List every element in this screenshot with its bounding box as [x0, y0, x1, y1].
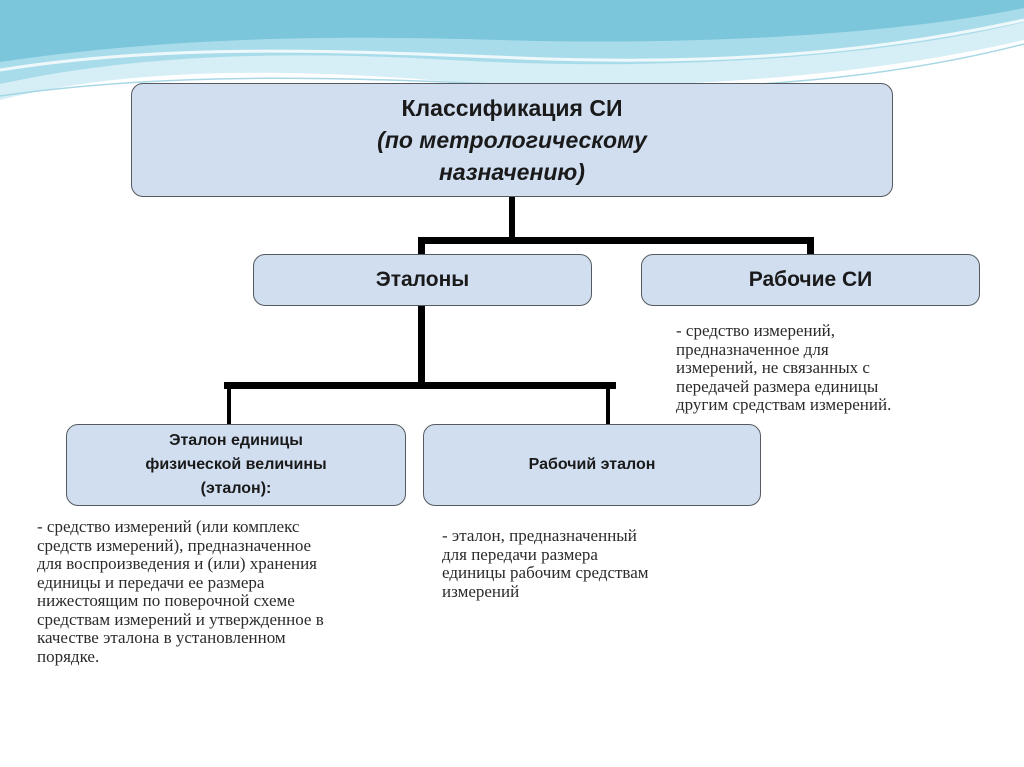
working-etalon-drop	[606, 386, 610, 424]
root-node-classification: Классификация СИ (по метрологическому на…	[131, 83, 893, 197]
node-rabochie-si: Рабочие СИ	[641, 254, 980, 306]
rabochie-drop	[807, 237, 814, 254]
etalony-drop	[418, 237, 425, 254]
node-etalony: Эталоны	[253, 254, 592, 306]
node-working-etalon-label: Рабочий эталон	[528, 456, 656, 473]
wave-highlight-line	[0, 18, 1024, 72]
node-etalon-unit: Эталон единицы физической величины (этал…	[66, 424, 406, 506]
level2-bar	[224, 382, 616, 389]
etalon-unit-drop	[227, 386, 231, 424]
level1-bar	[418, 237, 814, 244]
root-stem	[509, 197, 515, 241]
node-etalony-label: Эталоны	[375, 268, 470, 291]
root-title: Классификация СИ	[401, 95, 623, 121]
decorative-wave-background	[0, 0, 1024, 100]
description-working-etalon: - эталон, предназначенный для передачи р…	[442, 526, 649, 601]
node-etalon-unit-line1: Эталон единицы	[169, 432, 303, 449]
node-etalon-unit-line2: физической величины	[145, 456, 327, 473]
node-etalon-unit-line3: (эталон):	[200, 480, 272, 497]
wave-dark-band	[0, 0, 1024, 62]
description-etalon-unit: - средство измерений (или комплекс средс…	[37, 517, 324, 666]
root-subtitle-line2: назначению)	[439, 159, 585, 185]
node-working-etalon: Рабочий эталон	[423, 424, 761, 506]
root-subtitle-line1: (по метрологическому	[377, 127, 647, 153]
node-rabochie-si-label: Рабочие СИ	[748, 268, 873, 291]
etalony-stem	[418, 306, 425, 386]
description-rabochie-si: - средство измерений, предназначенное дл…	[676, 321, 892, 414]
